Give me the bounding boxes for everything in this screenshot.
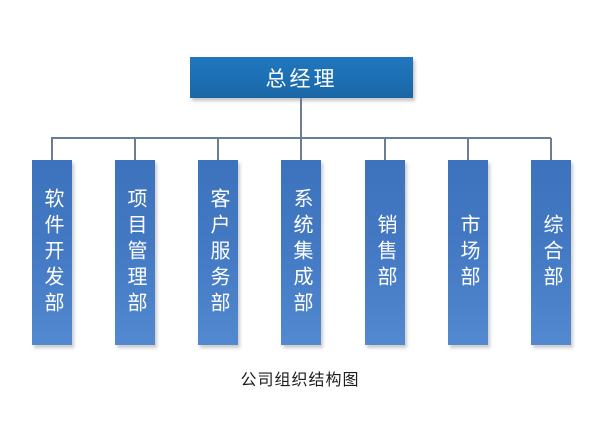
connector-drop-4: [300, 138, 302, 160]
org-node-label: 客户服务部: [207, 187, 229, 318]
org-node-root-label: 总经理: [265, 66, 338, 91]
org-node-project-management: 项目管理部: [115, 160, 155, 345]
org-node-customer-service: 客户服务部: [198, 160, 238, 345]
connector-root-drop: [300, 98, 302, 160]
connector-drop-6: [467, 138, 469, 160]
connector-drop-2: [134, 138, 136, 160]
connector-drop-7: [550, 138, 552, 160]
org-node-sales: 销售部: [365, 160, 405, 345]
org-node-label: 市场部: [457, 213, 479, 292]
org-node-label: 系统集成部: [290, 187, 312, 318]
connector-drop-3: [217, 138, 219, 160]
diagram-caption: 公司组织结构图: [240, 372, 360, 389]
org-node-marketing: 市场部: [448, 160, 488, 345]
connector-drop-5: [384, 138, 386, 160]
org-node-root: 总经理: [190, 57, 413, 98]
org-node-label: 项目管理部: [124, 187, 146, 318]
org-node-label: 综合部: [540, 213, 562, 292]
org-node-software-development: 软件开发部: [32, 160, 72, 345]
connector-drop-1: [51, 138, 53, 160]
org-node-label: 软件开发部: [41, 187, 63, 318]
org-node-label: 销售部: [374, 213, 396, 292]
org-node-general-affairs: 综合部: [531, 160, 571, 345]
org-node-system-integration: 系统集成部: [281, 160, 321, 345]
